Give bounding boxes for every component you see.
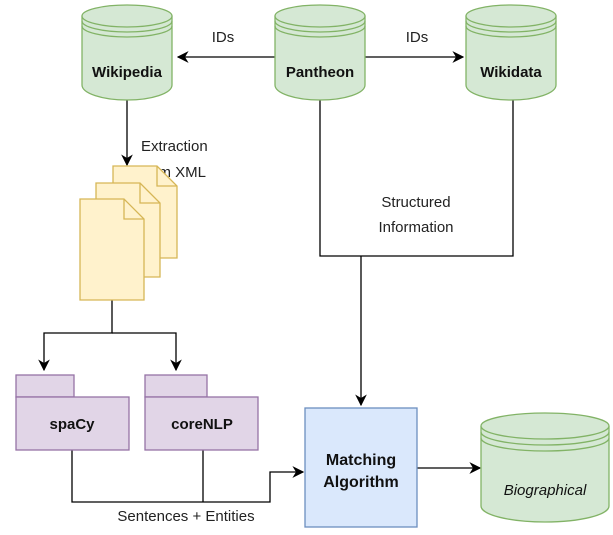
biographical-database: Biographical [480, 412, 610, 523]
corenlp-label: coreNLP [171, 416, 233, 433]
ids-left-label: IDs [212, 29, 235, 46]
extracted-documents-icon [79, 165, 178, 301]
edge-documents-split [38, 300, 113, 372]
corenlp-package: coreNLP [144, 374, 259, 451]
edge-labels: IDs IDs Extraction from XML Structured I… [96, 26, 454, 526]
wikipedia-label: Wikipedia [92, 64, 163, 81]
structured-label-line1: Structured [381, 194, 450, 211]
wikipedia-database: Wikipedia [81, 4, 173, 101]
wikidata-database: Wikidata [465, 4, 557, 101]
pantheon-label: Pantheon [286, 64, 354, 81]
edge-wikidata-branch [361, 100, 514, 257]
sentences-entities-label: Sentences + Entities [117, 508, 254, 525]
ids-right-label: IDs [406, 29, 429, 46]
structured-label-line2: Information [378, 219, 453, 236]
matching-algorithm-box: Matching Algorithm [304, 407, 418, 528]
edge-pantheon-branch [319, 100, 361, 257]
connectors [38, 51, 514, 503]
biographical-label: Biographical [504, 482, 587, 499]
spacy-package: spaCy [15, 374, 130, 451]
wikidata-label: Wikidata [480, 64, 542, 81]
edge-documents-corenlp [112, 332, 182, 372]
matching-label-line2: Algorithm [323, 474, 399, 491]
edge-spacy-matching [71, 450, 305, 503]
spacy-label: spaCy [49, 416, 95, 433]
matching-label-line1: Matching [326, 452, 396, 469]
extraction-label-line1: Extraction [141, 138, 208, 155]
pantheon-database: Pantheon [274, 4, 366, 101]
